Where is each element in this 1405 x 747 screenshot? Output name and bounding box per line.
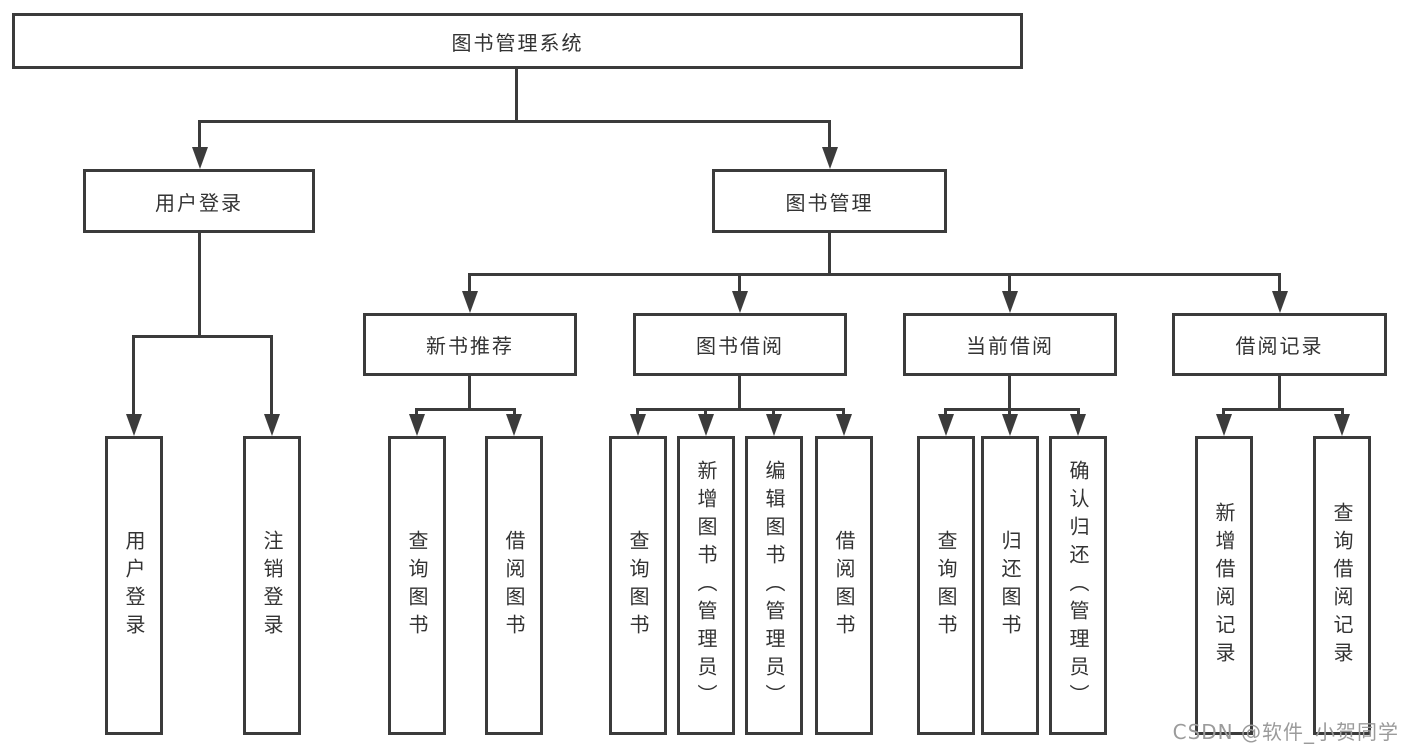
arrowhead-book-management xyxy=(822,147,838,169)
leaf-borrow-book-2-label: 借阅图书 xyxy=(832,529,856,642)
leaf-edit-book-admin: 编辑图书（管理员） xyxy=(745,436,803,735)
connector-user-login-drop-2 xyxy=(270,335,273,415)
arrowhead-query-borrow-record xyxy=(1334,414,1350,436)
leaf-query-book-1-label: 查询图书 xyxy=(405,529,429,642)
connector-root-bar xyxy=(198,120,831,123)
leaf-query-book-1: 查询图书 xyxy=(388,436,446,735)
connector-root-stem xyxy=(515,69,518,120)
leaf-query-book-2-label: 查询图书 xyxy=(626,529,650,642)
connector-current-drop-3 xyxy=(1077,408,1080,418)
arrowhead-add-borrow-record xyxy=(1216,414,1232,436)
arrowhead-borrow-book-1 xyxy=(506,414,522,436)
leaf-add-borrow-record: 新增借阅记录 xyxy=(1195,436,1253,735)
node-book-management: 图书管理 xyxy=(712,169,947,233)
arrowhead-leaf-logout xyxy=(264,414,280,436)
node-book-borrow: 图书借阅 xyxy=(633,313,847,376)
arrowhead-query-book-3 xyxy=(938,414,954,436)
connector-current-bar xyxy=(944,408,1080,411)
arrowhead-query-book-2 xyxy=(630,414,646,436)
arrowhead-user-login xyxy=(192,147,208,169)
node-borrow-record: 借阅记录 xyxy=(1172,313,1387,376)
connector-book-mgmt-drop-4 xyxy=(1278,273,1281,295)
leaf-borrow-book-1-label: 借阅图书 xyxy=(502,529,526,642)
arrowhead-book-borrow xyxy=(732,291,748,313)
connector-borrow-drop-2 xyxy=(704,408,707,418)
leaf-confirm-return-admin: 确认归还（管理员） xyxy=(1049,436,1107,735)
leaf-borrow-book-1: 借阅图书 xyxy=(485,436,543,735)
arrowhead-return-book xyxy=(1002,414,1018,436)
leaf-query-book-3-label: 查询图书 xyxy=(934,529,958,642)
connector-current-stem xyxy=(1008,376,1011,408)
leaf-query-book-3: 查询图书 xyxy=(917,436,975,735)
leaf-query-borrow-record-label: 查询借阅记录 xyxy=(1330,501,1354,670)
node-new-book-recommend: 新书推荐 xyxy=(363,313,577,376)
leaf-logout: 注销登录 xyxy=(243,436,301,735)
node-new-book-recommend-label: 新书推荐 xyxy=(426,334,514,358)
arrowhead-borrow-book-2 xyxy=(836,414,852,436)
leaf-user-login: 用户登录 xyxy=(105,436,163,735)
arrowhead-confirm-return-admin xyxy=(1070,414,1086,436)
connector-borrow-drop-4 xyxy=(842,408,845,418)
leaf-logout-label: 注销登录 xyxy=(260,529,284,642)
connector-current-drop-2 xyxy=(1008,408,1011,418)
connector-borrow-stem xyxy=(738,376,741,408)
node-current-borrow: 当前借阅 xyxy=(903,313,1117,376)
connector-book-mgmt-drop-3 xyxy=(1008,273,1011,295)
connector-recommend-drop-1 xyxy=(415,408,418,418)
leaf-borrow-book-2: 借阅图书 xyxy=(815,436,873,735)
arrowhead-current-borrow xyxy=(1002,291,1018,313)
leaf-add-book-admin-label: 新增图书（管理员） xyxy=(694,459,718,712)
node-book-borrow-label: 图书借阅 xyxy=(696,334,784,358)
connector-user-login-drop-1 xyxy=(132,335,135,415)
connector-borrow-bar xyxy=(636,408,845,411)
connector-recommend-bar xyxy=(415,408,516,411)
connector-record-stem xyxy=(1278,376,1281,408)
node-current-borrow-label: 当前借阅 xyxy=(966,334,1054,358)
node-root-label: 图书管理系统 xyxy=(451,30,584,55)
arrowhead-new-book-recommend xyxy=(462,291,478,313)
connector-borrow-drop-1 xyxy=(636,408,639,418)
leaf-query-book-2: 查询图书 xyxy=(609,436,667,735)
leaf-return-book: 归还图书 xyxy=(981,436,1039,735)
connector-record-bar xyxy=(1222,408,1344,411)
arrowhead-leaf-user-login xyxy=(126,414,142,436)
connector-book-mgmt-stem xyxy=(828,233,831,273)
connector-recommend-drop-2 xyxy=(513,408,516,418)
arrowhead-add-book-admin xyxy=(698,414,714,436)
connector-book-mgmt-bar xyxy=(468,273,1281,276)
leaf-add-borrow-record-label: 新增借阅记录 xyxy=(1212,501,1236,670)
connector-current-drop-1 xyxy=(944,408,947,418)
node-book-management-label: 图书管理 xyxy=(785,190,874,215)
connector-user-login-stem xyxy=(198,233,201,335)
connector-recommend-stem xyxy=(468,376,471,408)
leaf-query-borrow-record: 查询借阅记录 xyxy=(1313,436,1371,735)
arrowhead-query-book-1 xyxy=(409,414,425,436)
csdn-watermark: CSDN @软件_小贺同学 xyxy=(1172,720,1399,744)
connector-borrow-drop-3 xyxy=(772,408,775,418)
leaf-add-book-admin: 新增图书（管理员） xyxy=(677,436,735,735)
connector-root-drop-right xyxy=(828,120,831,150)
leaf-return-book-label: 归还图书 xyxy=(998,529,1022,642)
connector-root-drop-left xyxy=(198,120,201,150)
connector-book-mgmt-drop-1 xyxy=(468,273,471,295)
leaf-confirm-return-admin-label: 确认归还（管理员） xyxy=(1066,459,1090,712)
arrowhead-borrow-record xyxy=(1272,291,1288,313)
leaf-user-login-label: 用户登录 xyxy=(122,529,146,642)
arrowhead-edit-book-admin xyxy=(766,414,782,436)
connector-user-login-bar xyxy=(132,335,273,338)
connector-record-drop-1 xyxy=(1222,408,1225,418)
connector-book-mgmt-drop-2 xyxy=(738,273,741,295)
node-user-login: 用户登录 xyxy=(83,169,315,233)
leaf-edit-book-admin-label: 编辑图书（管理员） xyxy=(762,459,786,712)
node-borrow-record-label: 借阅记录 xyxy=(1235,334,1324,358)
node-user-login-label: 用户登录 xyxy=(155,190,243,215)
connector-record-drop-2 xyxy=(1341,408,1344,418)
node-root: 图书管理系统 xyxy=(12,13,1023,69)
